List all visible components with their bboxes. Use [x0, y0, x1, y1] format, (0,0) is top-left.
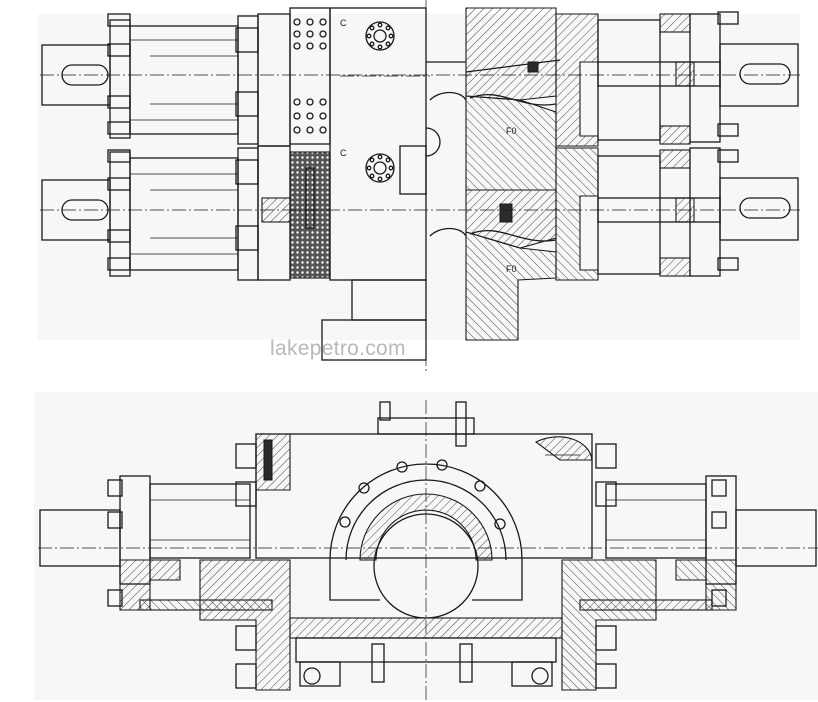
main-body-block: C C — [321, 7, 441, 361]
bottom-left-cylinder — [39, 443, 291, 691]
ram-tag-1: C — [340, 18, 347, 28]
right-body-section: F0 F0 — [426, 7, 561, 341]
flange-upper — [365, 21, 395, 51]
bottom-section-view — [34, 392, 818, 700]
bottom-right-cylinder — [561, 443, 817, 691]
mark-f0-1: F0 — [506, 126, 517, 136]
right-bonnet — [555, 13, 599, 281]
left-upper-cylinder — [41, 13, 291, 147]
top-plan-view: C C F0 F0 — [38, 0, 800, 372]
left-bonnet — [289, 7, 331, 279]
right-upper-cylinder — [597, 11, 799, 145]
watermark-text: lakepetro.com — [270, 337, 406, 360]
ram-tag-2: C — [340, 148, 347, 158]
right-lower-cylinder — [597, 147, 799, 277]
bop-body — [255, 433, 593, 619]
mark-f0-2: F0 — [506, 264, 517, 274]
bolt-grid-upper — [293, 18, 327, 134]
flange-lower — [365, 153, 395, 183]
bore-bolts — [339, 459, 506, 530]
